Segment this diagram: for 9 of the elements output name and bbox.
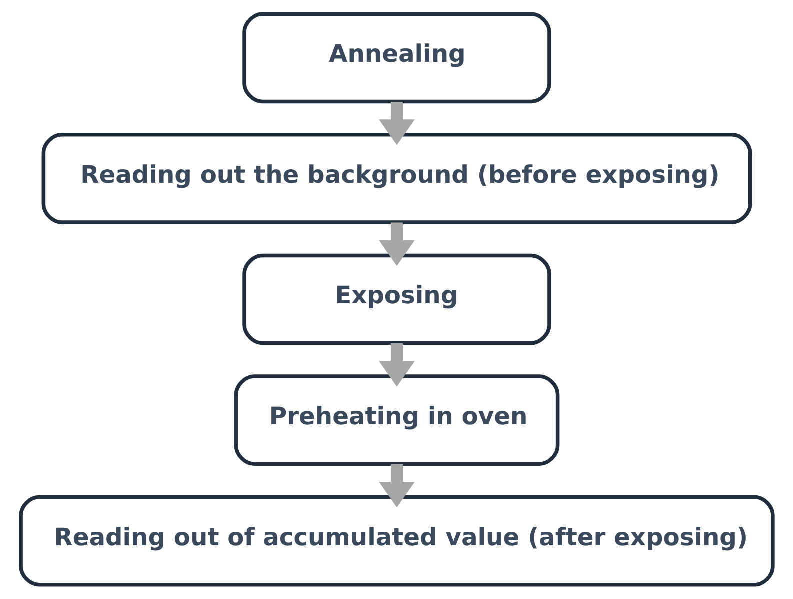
node-box: Preheating in oven: [234, 374, 560, 466]
node-box: Annealing: [242, 12, 551, 104]
arrow: [378, 344, 414, 387]
node-box: Reading out the background (before exposing): [41, 133, 752, 224]
arrow: [378, 222, 414, 266]
node-box: Reading out of accumulated value (after exposing): [18, 495, 774, 587]
arrow: [378, 102, 414, 146]
arrow: [378, 464, 414, 508]
node-box: Exposing: [242, 254, 551, 346]
